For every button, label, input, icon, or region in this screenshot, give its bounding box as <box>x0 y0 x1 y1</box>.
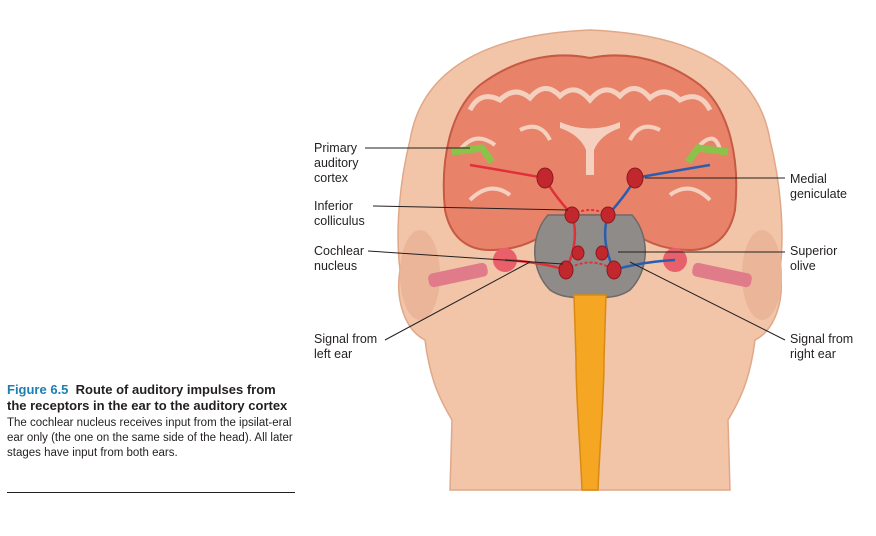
label-superior-olive: Superior olive <box>790 244 838 273</box>
spinal-cord <box>573 294 607 491</box>
nuclei <box>536 167 644 280</box>
brainstem <box>534 214 646 301</box>
label-signal-left-ear: Signal from left ear <box>314 332 378 361</box>
label-inferior-colliculus: Inferior colliculus <box>314 199 365 228</box>
caption-body: The cochlear nucleus receives input from… <box>7 417 293 459</box>
label-cochlear-nucleus: Cochlear nucleus <box>314 244 365 273</box>
caption-rule <box>7 492 295 493</box>
label-primary-auditory-cortex: Primary auditory cortex <box>314 141 359 185</box>
caption-number: Figure 6.5 <box>7 382 69 397</box>
cochlea-illustration <box>428 248 752 288</box>
figure-caption: Figure 6.5 Route of auditory impulses fr… <box>7 382 297 461</box>
label-medial-geniculate: Medial geniculate <box>790 172 847 201</box>
leader-lines <box>365 147 786 341</box>
label-signal-right-ear: Signal from right ear <box>790 332 854 361</box>
caption-title: Route of auditory impulses from the rece… <box>7 382 288 413</box>
brain-illustration <box>442 54 738 252</box>
caption-title-block: Figure 6.5 Route of auditory impulses fr… <box>7 382 297 414</box>
